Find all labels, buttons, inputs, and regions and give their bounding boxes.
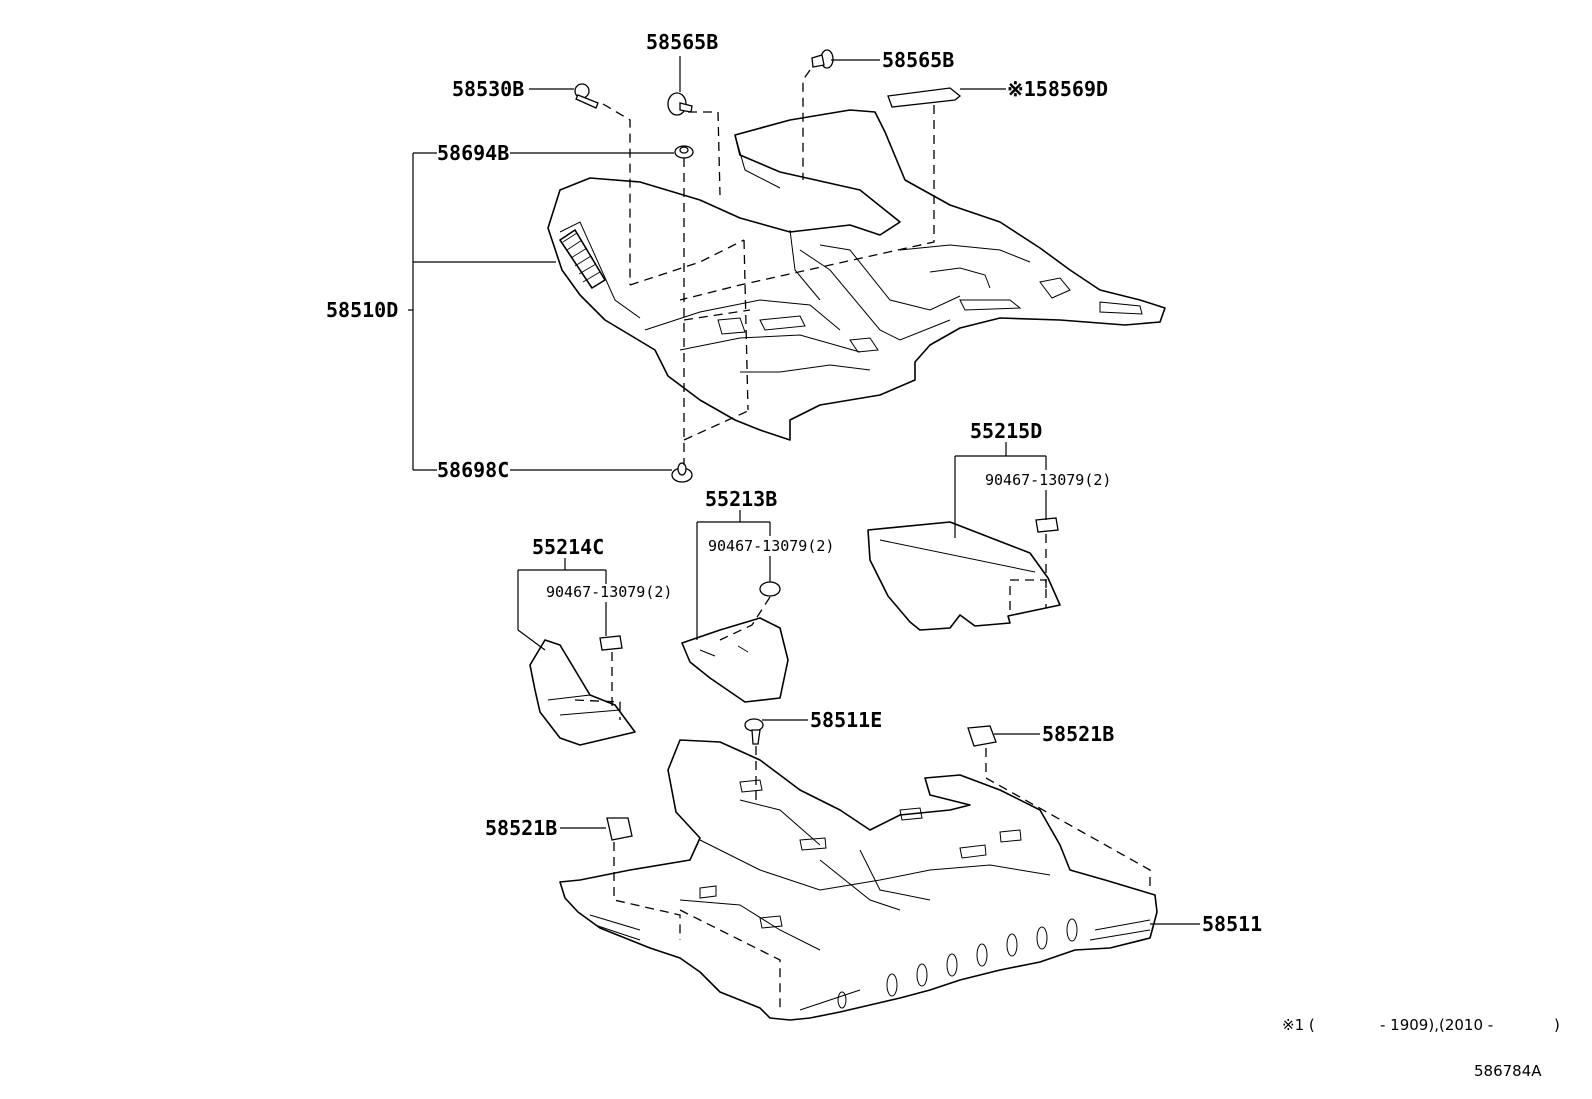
- clip-90467-13079-left[interactable]: [599, 635, 623, 651]
- grommet-58694B[interactable]: [674, 145, 694, 159]
- label-58511E: 58511E: [810, 708, 882, 732]
- footnote-mark: ※1 (: [1282, 1016, 1315, 1034]
- illustration-id: 586784A: [1474, 1062, 1542, 1080]
- floor-mat-58511[interactable]: [559, 739, 1158, 1021]
- label-58521B-left: 58521B: [485, 816, 557, 840]
- label-55213B: 55213B: [705, 487, 777, 511]
- label-55215D-clip: 90467-13079(2): [985, 471, 1111, 489]
- label-58565B-top: 58565B: [646, 30, 718, 54]
- hook-58521B-left[interactable]: [606, 817, 633, 841]
- footnote-close: ): [1554, 1016, 1560, 1034]
- clip-58565B-right[interactable]: [811, 49, 834, 69]
- label-55214C-clip: 90467-13079(2): [546, 583, 672, 601]
- label-55215D: 55215D: [970, 419, 1042, 443]
- label-58521B-right: 58521B: [1042, 722, 1114, 746]
- insulator-55214C[interactable]: [529, 639, 636, 746]
- bolt-58530B[interactable]: [574, 83, 599, 109]
- footnote-range: - 1909),(2010 -: [1380, 1016, 1493, 1034]
- leaders: [408, 56, 1200, 925]
- hook-58521B-right[interactable]: [967, 725, 997, 747]
- label-58569D: ※158569D: [1007, 77, 1108, 101]
- clip-58511E[interactable]: [744, 718, 764, 745]
- label-58698C: 58698C: [437, 458, 509, 482]
- label-58510D: 58510D: [326, 298, 398, 322]
- floor-carpet-58510D[interactable]: [547, 109, 1166, 441]
- label-58511: 58511: [1202, 912, 1262, 936]
- plate-58569D[interactable]: [887, 87, 962, 108]
- insulator-55215D[interactable]: [867, 521, 1061, 631]
- label-58565B-right: 58565B: [882, 48, 954, 72]
- clip-90467-13079-mid[interactable]: [759, 581, 781, 597]
- insulator-55213B[interactable]: [681, 617, 789, 703]
- label-55214C: 55214C: [532, 535, 604, 559]
- clip-90467-13079-right[interactable]: [1035, 517, 1059, 533]
- label-58694B: 58694B: [437, 141, 509, 165]
- label-55213B-clip: 90467-13079(2): [708, 537, 834, 555]
- grommet-58698C[interactable]: [671, 462, 693, 483]
- label-58530B: 58530B: [452, 77, 524, 101]
